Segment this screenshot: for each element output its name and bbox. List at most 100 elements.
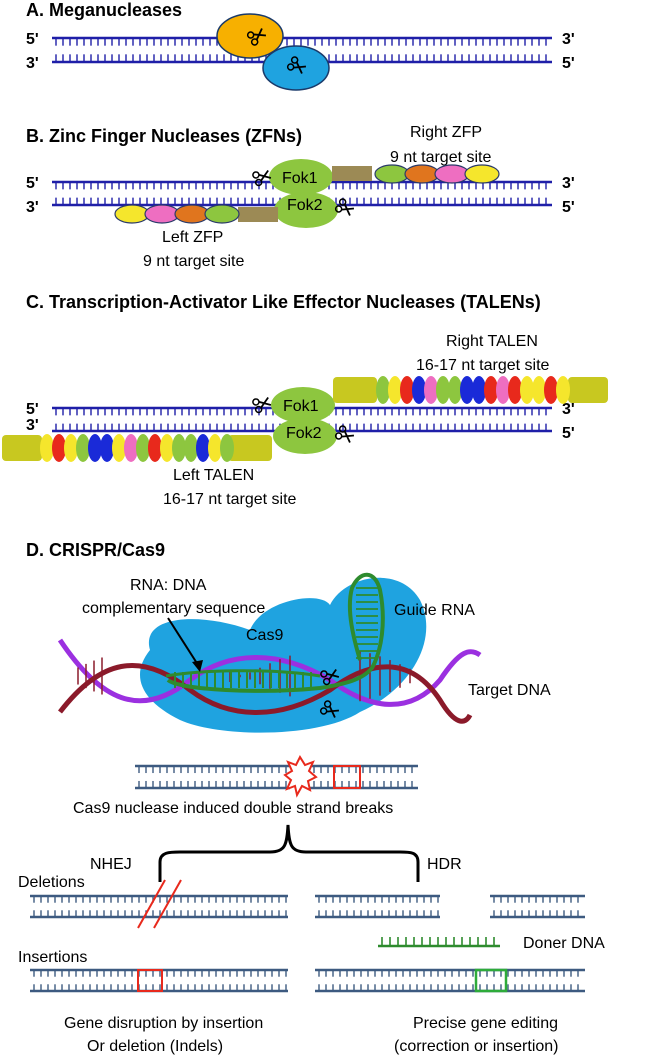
tale-repeat bbox=[472, 376, 486, 404]
fok1-domain bbox=[271, 387, 335, 423]
fok1-label: Fok1 bbox=[282, 170, 318, 187]
target-dna-strand-2 bbox=[58, 662, 473, 724]
panel-a-5prime-bottom: 5' bbox=[562, 55, 575, 72]
zinc-finger bbox=[404, 164, 440, 184]
panel-c-title: C. Transcription-Activator Like Effector… bbox=[26, 292, 541, 312]
edited-dna-duplex bbox=[315, 968, 585, 993]
right-zfp-target-label: 9 nt target site bbox=[390, 149, 491, 166]
panel-b-3prime-bottom: 3' bbox=[26, 199, 39, 216]
scissors-icon bbox=[286, 56, 307, 74]
tale-repeat bbox=[496, 376, 510, 404]
left-zfp-label: Left ZFP bbox=[162, 229, 223, 246]
tale-repeat bbox=[184, 434, 198, 462]
dsb-target-site-marker bbox=[333, 765, 361, 789]
panel-d-crispr: D. CRISPR/Cas9 RNA: DNA complementary se… bbox=[18, 540, 605, 1055]
left-talen-n-cap bbox=[228, 435, 272, 461]
right-zfp-label: Right ZFP bbox=[410, 124, 482, 141]
left-talen-repeats bbox=[40, 434, 234, 462]
deletions-label: Deletions bbox=[18, 874, 85, 891]
panel-a-meganucleases: A. Meganucleases 5' 3' 3' 5' bbox=[26, 0, 575, 91]
tale-repeat bbox=[172, 434, 186, 462]
panel-a-3prime-bottom: 3' bbox=[26, 55, 39, 72]
tale-repeat bbox=[208, 434, 222, 462]
panel-a-dna-duplex bbox=[52, 36, 552, 64]
right-talen-c-cap bbox=[568, 377, 608, 403]
tale-repeat bbox=[508, 376, 522, 404]
right-talen-repeats bbox=[376, 376, 570, 404]
repair-pathway-bracket bbox=[158, 824, 420, 882]
panel-a-5prime-top: 5' bbox=[26, 31, 39, 48]
dsb-dna-left bbox=[135, 764, 290, 790]
scissors-icon bbox=[320, 668, 340, 686]
doner-dna-label: Doner DNA bbox=[523, 935, 605, 952]
tale-repeat bbox=[448, 376, 462, 404]
tale-repeat bbox=[196, 434, 210, 462]
scissors-icon bbox=[319, 700, 340, 718]
panel-b-5prime-bottom: 5' bbox=[562, 199, 575, 216]
meganuclease-top-subunit bbox=[216, 13, 284, 59]
panel-b-3prime-top: 3' bbox=[562, 175, 575, 192]
zinc-finger bbox=[464, 164, 500, 184]
target-dna-strand-1 bbox=[57, 638, 482, 707]
fok2-label: Fok2 bbox=[286, 425, 322, 442]
panel-c-talens: C. Transcription-Activator Like Effector… bbox=[2, 292, 608, 508]
doner-dna bbox=[378, 937, 500, 948]
tale-repeat bbox=[544, 376, 558, 404]
scissors-icon bbox=[334, 198, 355, 216]
outcome-editing-line1: Precise gene editing bbox=[413, 1015, 558, 1032]
outcome-editing-line2: (correction or insertion) bbox=[394, 1038, 559, 1055]
rna-dna-label: RNA: DNA bbox=[130, 577, 207, 594]
insertions-label: Insertions bbox=[18, 949, 87, 966]
right-talen-label: Right TALEN bbox=[446, 333, 538, 350]
tale-repeat bbox=[388, 376, 402, 404]
tale-repeat bbox=[424, 376, 438, 404]
tale-repeat bbox=[52, 434, 66, 462]
left-zfp-target-label: 9 nt target site bbox=[143, 253, 244, 270]
panel-a-title: A. Meganucleases bbox=[26, 0, 182, 20]
deletion-dna-duplex bbox=[30, 894, 288, 919]
tale-repeat bbox=[436, 376, 450, 404]
insertion-marker bbox=[137, 969, 163, 992]
guide-rna-base-pairs bbox=[174, 587, 378, 688]
zinc-finger bbox=[174, 204, 210, 224]
hdr-dna-left bbox=[315, 894, 440, 919]
insertion-dna-duplex bbox=[30, 968, 288, 993]
panel-b-title: B. Zinc Finger Nucleases (ZFNs) bbox=[26, 126, 302, 146]
nhej-label: NHEJ bbox=[90, 856, 132, 873]
fok2-domain bbox=[273, 418, 337, 454]
right-zfp-linker bbox=[332, 166, 372, 181]
dsb-caption: Cas9 nuclease induced double strand brea… bbox=[73, 800, 393, 817]
left-talen-target-label: 16-17 nt target site bbox=[163, 491, 297, 508]
panel-a-3prime-top: 3' bbox=[562, 31, 575, 48]
outcome-indels-line1: Gene disruption by insertion bbox=[64, 1015, 263, 1032]
tale-repeat bbox=[124, 434, 138, 462]
tale-repeat bbox=[100, 434, 114, 462]
fok1-label: Fok1 bbox=[283, 398, 319, 415]
tale-repeat bbox=[112, 434, 126, 462]
panel-c-5prime-bottom: 5' bbox=[562, 425, 575, 442]
right-zfp-fingers bbox=[374, 164, 500, 184]
fok2-label: Fok2 bbox=[287, 197, 323, 214]
right-talen-target-label: 16-17 nt target site bbox=[416, 357, 550, 374]
deletion-mark bbox=[137, 879, 166, 929]
edited-site-marker bbox=[474, 968, 508, 993]
tale-repeat bbox=[520, 376, 534, 404]
tale-repeat bbox=[220, 434, 234, 462]
guide-rna-spacer bbox=[165, 669, 321, 678]
left-talen-label: Left TALEN bbox=[173, 467, 254, 484]
tale-repeat bbox=[40, 434, 54, 462]
tale-repeat bbox=[148, 434, 162, 462]
tale-repeat bbox=[532, 376, 546, 404]
tale-repeat bbox=[64, 434, 78, 462]
tale-repeat bbox=[556, 376, 570, 404]
panel-d-title: D. CRISPR/Cas9 bbox=[26, 540, 165, 560]
complementary-sequence-label: complementary sequence bbox=[82, 600, 265, 617]
tale-repeat bbox=[460, 376, 474, 404]
panel-c-5prime-top: 5' bbox=[26, 401, 39, 418]
tale-repeat bbox=[400, 376, 414, 404]
tale-repeat bbox=[484, 376, 498, 404]
rna-dna-pointer bbox=[167, 617, 201, 669]
zinc-finger bbox=[374, 164, 410, 184]
zinc-finger bbox=[204, 204, 240, 224]
tale-repeat bbox=[136, 434, 150, 462]
